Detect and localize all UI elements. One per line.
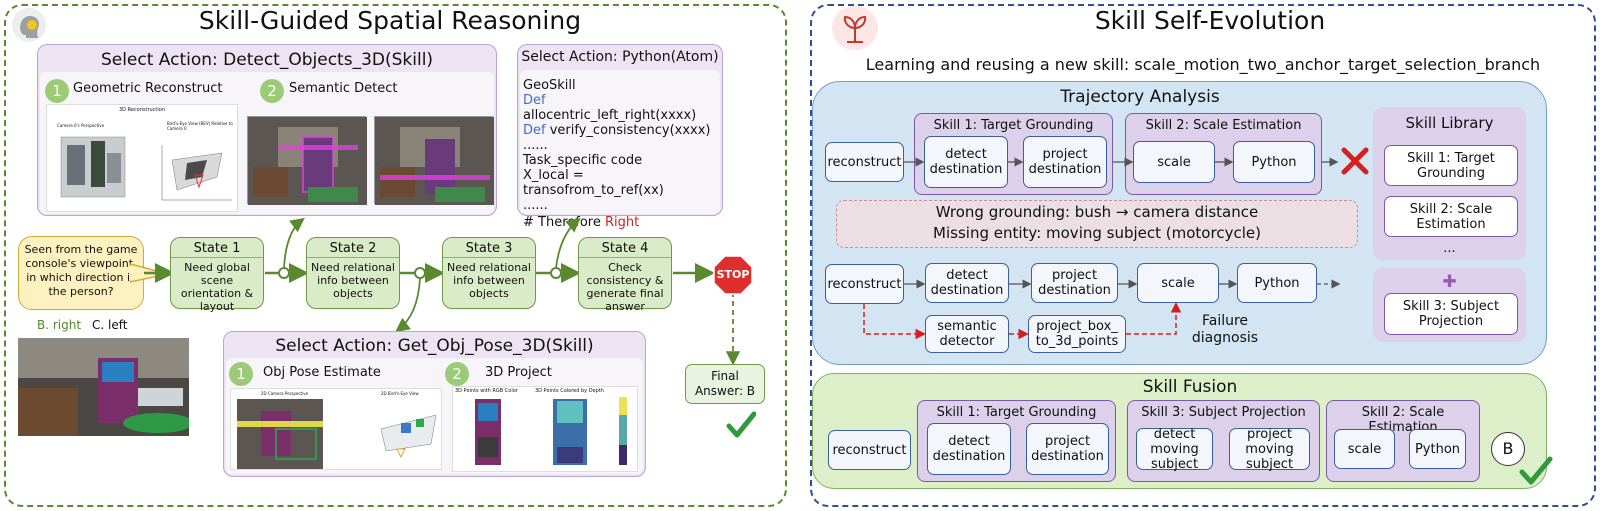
reconstruction-image: 3D Reconstruction Camera 0's Perspective…	[46, 104, 238, 212]
skill-fusion-title: Skill Fusion	[1142, 377, 1238, 397]
state-2: State 2 Need relational info between obj…	[306, 237, 400, 309]
stop-sign-icon: STOP	[713, 255, 753, 295]
geometric-reconstruct-label: Geometric Reconstruct	[73, 81, 223, 96]
fusion-answer-b: B	[1491, 432, 1525, 466]
traj2-project-destination: project destination	[1031, 263, 1118, 303]
code-line-6: ......	[523, 198, 548, 213]
fusion-scale: scale	[1334, 429, 1395, 469]
fusion-python: Python	[1409, 429, 1466, 469]
traj-project-destination: project destination	[1023, 136, 1107, 188]
python-atom-title: Select Action: Python(Atom)	[521, 49, 719, 65]
step-number-2: 2	[260, 79, 284, 103]
missing-entity-text: Missing entity: moving subject (motorcyc…	[933, 224, 1261, 242]
3d-project-image: 3D Points with RGB Color 3D Points Color…	[452, 386, 638, 472]
code-line-therefore: # Therefore Right	[523, 215, 640, 230]
state-4: State 4 Check consistency & generate fin…	[578, 237, 672, 313]
project-box-to-3d-points: project_box_ to_3d_points	[1028, 315, 1126, 353]
question-bubble: Seen from the game console's viewpoint, …	[18, 236, 144, 310]
trajectory-title: Trajectory Analysis	[1060, 87, 1220, 107]
traj-skill1-label: Skill 1: Target Grounding	[933, 118, 1094, 133]
right-subtitle: Learning and reusing a new skill: scale_…	[865, 55, 1541, 74]
wrong-grounding-text: Wrong grounding: bush → camera distance	[935, 203, 1259, 221]
code-line-4: Task_specific code	[523, 153, 643, 168]
traj-scale: scale	[1133, 141, 1215, 183]
state-2-title: State 2	[307, 242, 399, 258]
state-3-desc: Need relational info between objects	[447, 261, 531, 300]
failure-diagnosis: Failure diagnosis	[1191, 313, 1259, 346]
traj2-python: Python	[1237, 263, 1317, 303]
plus-icon: ✚	[1442, 272, 1457, 292]
traj2-detect-destination: detect destination	[925, 263, 1009, 303]
pose-cam-left-label: 2D Camera Perspective	[261, 391, 309, 396]
proj-right-label: 3D Points Colored by Depth	[535, 388, 604, 394]
pose-step-number-1: 1	[229, 362, 253, 386]
code-line-2: Def verify_consistency(xxxx)	[523, 123, 711, 138]
lightbulb-icon	[12, 8, 46, 42]
traj2-reconstruct: reconstruct	[825, 264, 904, 304]
3d-project-label: 3D Project	[485, 365, 552, 380]
check-icon	[726, 410, 757, 440]
fusion-project-destination: project destination	[1026, 423, 1109, 475]
step-number-1: 1	[45, 79, 69, 103]
python-code: GeoSkill Def allocentric_left_right(xxxx…	[523, 78, 719, 230]
skill-library-title: Skill Library	[1405, 114, 1494, 132]
left-panel	[4, 4, 787, 507]
error-box	[836, 200, 1358, 248]
traj2-scale: scale	[1137, 263, 1219, 303]
detect-objects-title: Select Action: Detect_Objects_3D(Skill)	[100, 50, 434, 70]
right-panel	[810, 4, 1596, 507]
semantic-detect-photo-2	[374, 116, 494, 205]
option-c: C. left	[92, 318, 128, 332]
state-3-title: State 3	[443, 242, 535, 258]
proj-left-label: 3D Points with RGB Color	[455, 388, 518, 394]
state-4-title: State 4	[579, 242, 671, 258]
python-atom-inner	[520, 70, 720, 214]
sprout-icon	[832, 6, 878, 50]
pose-cam-right-label: 2D Bird's-Eye View	[381, 391, 419, 396]
code-line-3: ......	[523, 138, 548, 153]
traj-skill2-label: Skill 2: Scale Estimation	[1145, 118, 1302, 133]
traj-reconstruct: reconstruct	[825, 142, 904, 182]
right-title: Skill Self-Evolution	[1094, 6, 1326, 35]
fusion-skill3-label: Skill 3: Subject Projection	[1141, 405, 1306, 420]
state-3: State 3 Need relational info between obj…	[442, 237, 536, 309]
library-ellipsis: ...	[1443, 241, 1456, 256]
left-flow-arrows	[144, 217, 741, 366]
state-1-desc: Need global scene orientation & layout	[180, 261, 254, 313]
state-2-desc: Need relational info between objects	[311, 261, 395, 300]
scene-photo	[18, 338, 193, 436]
fusion-detect-destination: detect destination	[927, 423, 1011, 475]
fusion-project-moving-subject: project moving subject	[1229, 427, 1310, 472]
red-x-icon	[1340, 146, 1370, 176]
state-1-title: State 1	[171, 242, 263, 258]
recon-title: 3D Reconstruction	[118, 107, 166, 113]
library-skill-2: Skill 2: Scale Estimation	[1384, 196, 1518, 237]
left-title: Skill-Guided Spatial Reasoning	[198, 6, 582, 35]
traj-python: Python	[1233, 141, 1315, 183]
fusion-reconstruct: reconstruct	[828, 430, 911, 470]
pose-box-title: Select Action: Get_Obj_Pose_3D(Skill)	[275, 336, 594, 356]
recon-left-label: Camera 0's Perspective	[57, 123, 105, 128]
state-4-desc: Check consistency & generate final answe…	[586, 261, 664, 313]
fusion-check-icon	[1519, 455, 1553, 487]
stop-text: STOP	[716, 268, 750, 281]
fusion-skill1-label: Skill 1: Target Grounding	[936, 405, 1097, 420]
final-answer-box: Final Answer: B	[685, 364, 765, 404]
library-skill-1: Skill 1: Target Grounding	[1384, 145, 1518, 186]
recon-right-label: Bird's-Eye View (BEV) Relative to Camera…	[167, 121, 233, 131]
semantic-detector: semantic detector	[925, 315, 1009, 353]
code-line-5: X_local = transofrom_to_ref(xx)	[523, 168, 664, 198]
pose-step-number-2: 2	[445, 362, 469, 386]
state-1: State 1 Need global scene orientation & …	[170, 237, 264, 313]
code-line-1: Def allocentric_left_right(xxxx)	[523, 93, 697, 123]
fusion-detect-moving-subject: detect moving subject	[1136, 427, 1213, 472]
library-skill-3: Skill 3: Subject Projection	[1384, 293, 1518, 335]
obj-pose-estimate-label: Obj Pose Estimate	[263, 365, 381, 380]
option-b: B. right	[37, 318, 82, 332]
code-line-0: GeoSkill	[523, 78, 576, 93]
semantic-detect-photo-1	[247, 116, 367, 205]
traj-detect-destination: detect destination	[924, 136, 1008, 188]
pose-estimate-image: 2D Camera Perspective 2D Bird's-Eye View	[230, 388, 442, 470]
semantic-detect-label: Semantic Detect	[289, 81, 398, 96]
